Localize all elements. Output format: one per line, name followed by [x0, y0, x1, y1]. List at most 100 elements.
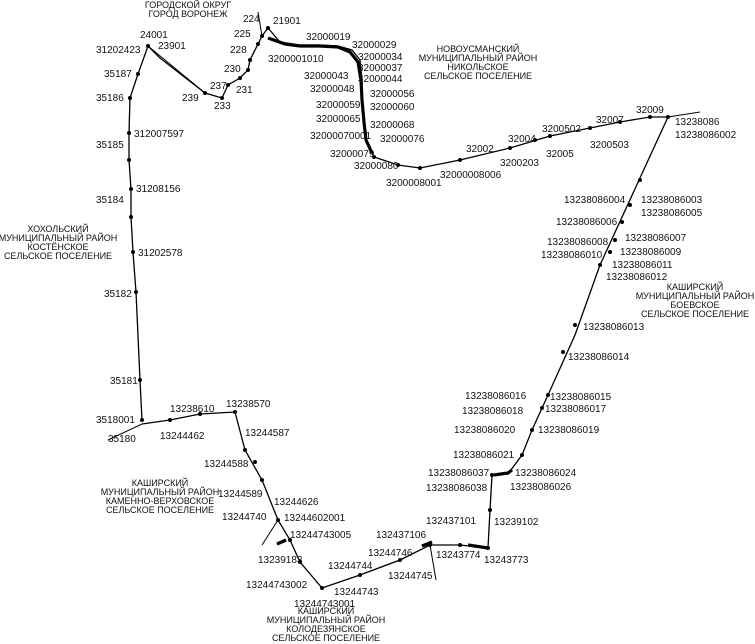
point-label: 32000060	[370, 102, 415, 113]
point-label: 13238086018	[462, 406, 524, 417]
point-label: 312007597	[134, 129, 184, 140]
point-label: 32007	[596, 115, 624, 126]
point-label: 35187	[104, 69, 132, 80]
adjoin-line-ne	[667, 111, 701, 118]
point-label: 23901	[158, 41, 186, 52]
point-label: 32002	[466, 144, 494, 155]
svg-text:НОВОУСМАНСКИЙ: НОВОУСМАНСКИЙ	[437, 43, 520, 54]
point-label: 13238086004	[564, 195, 626, 206]
point-label: 35181	[110, 376, 138, 387]
point-label: 13238086019	[538, 425, 600, 436]
point-label: 32000065	[316, 114, 361, 125]
svg-text:КАШИРСКИЙ: КАШИРСКИЙ	[132, 477, 189, 488]
point-label: 13244626	[274, 497, 319, 508]
thick-segment-north	[267, 36, 374, 154]
point-label: 13244602001	[284, 513, 346, 524]
point-label: 31202578	[138, 248, 183, 259]
point-label: 13244588	[204, 459, 249, 470]
svg-text:МУНИЦИПАЛЬНЫЙ РАЙОН: МУНИЦИПАЛЬНЫЙ РАЙОН	[267, 614, 386, 625]
point-label: 224	[243, 14, 260, 25]
point-label: 13238086013	[583, 322, 645, 333]
thick-segment-southwest	[276, 538, 287, 546]
point-label: 32000076	[380, 134, 425, 145]
svg-text:КОСТЁНСКОЕ: КОСТЁНСКОЕ	[28, 242, 89, 252]
point-label: 13238086006	[556, 217, 618, 228]
point-label: 13244743005	[290, 530, 352, 541]
point-label: 32000080	[354, 161, 399, 172]
point-label: 13244587	[245, 428, 290, 439]
svg-text:БОЕВСКОЕ: БОЕВСКОЕ	[670, 300, 719, 310]
point-label: 13238086021	[453, 450, 515, 461]
svg-text:КАШИРСКИЙ: КАШИРСКИЙ	[667, 281, 724, 292]
point-label: 13238086037	[428, 468, 490, 479]
point-label: 13243773	[484, 555, 529, 566]
point-label: 231	[236, 85, 253, 96]
svg-text:МУНИЦИПАЛЬНЫЙ РАЙОН: МУНИЦИПАЛЬНЫЙ РАЙОН	[636, 290, 755, 301]
point-label: 13244589	[218, 489, 263, 500]
adjoin-line-sw	[261, 519, 279, 546]
point-label: 35186	[96, 93, 124, 104]
svg-text:СЕЛЬСКОЕ ПОСЕЛЕНИЕ: СЕЛЬСКОЕ ПОСЕЛЕНИЕ	[106, 505, 214, 515]
svg-text:СЕЛЬСКОЕ ПОСЕЛЕНИЕ: СЕЛЬСКОЕ ПОСЕЛЕНИЕ	[4, 251, 112, 261]
region-city: ГОРОДСКОЙ ОКРУГ ГОРОД ВОРОНЕЖ	[145, 0, 231, 19]
point-label: 13238570	[226, 399, 271, 410]
svg-text:МУНИЦИПАЛЬНЫЙ РАЙОН: МУНИЦИПАЛЬНЫЙ РАЙОН	[0, 232, 117, 243]
svg-text:СЕЛЬСКОЕ ПОСЕЛЕНИЕ: СЕЛЬСКОЕ ПОСЕЛЕНИЕ	[641, 309, 749, 319]
point-label: 35184	[96, 195, 124, 206]
point-label: 132437106	[376, 530, 426, 541]
point-label: 13239102	[494, 517, 539, 528]
point-label: 13238086017	[545, 404, 607, 415]
point-label: 230	[224, 64, 241, 75]
region-boevskoe: КАШИРСКИЙ МУНИЦИПАЛЬНЫЙ РАЙОН БОЕВСКОЕ С…	[636, 281, 755, 319]
point-label: 233	[214, 101, 231, 112]
point-label: 13238086008	[547, 237, 609, 248]
svg-text:ХОХОЛЬСКИЙ: ХОХОЛЬСКИЙ	[27, 223, 88, 234]
vertex-dots	[127, 26, 670, 590]
point-label: 13238086	[675, 117, 720, 128]
point-label: 32009	[636, 105, 664, 116]
point-label: 13238086016	[465, 391, 527, 402]
point-label: 21901	[273, 16, 301, 27]
adjoin-line-nw	[147, 45, 206, 94]
svg-text:ГОРОД ВОРОНЕЖ: ГОРОД ВОРОНЕЖ	[149, 9, 229, 19]
point-label: 13238086009	[620, 247, 682, 258]
point-label: 13238086003	[641, 195, 703, 206]
svg-text:НИКОЛЬСКОЕ: НИКОЛЬСКОЕ	[447, 62, 508, 72]
point-label: 13238086024	[515, 468, 577, 479]
point-label: 13243774	[436, 550, 481, 561]
adjoin-line-south	[429, 544, 437, 581]
point-label: 3200502	[542, 124, 581, 135]
adjoin-line-west	[107, 423, 143, 441]
point-label: 13238086010	[541, 250, 603, 261]
point-label: 35182	[104, 289, 132, 300]
adjoin-line-north	[257, 11, 263, 37]
point-label: 13244743001	[294, 599, 356, 610]
svg-text:МУНИЦИПАЛЬНЫЙ РАЙОН: МУНИЦИПАЛЬНЫЙ РАЙОН	[419, 52, 538, 63]
point-label: 32000019	[306, 32, 351, 43]
region-kamenno-verkhovskoe: КАШИРСКИЙ МУНИЦИПАЛЬНЫЙ РАЙОН КАМЕННО-ВЕ…	[101, 477, 220, 515]
point-label: 225	[234, 29, 251, 40]
point-label: 32000048	[310, 84, 355, 95]
point-label: 32000044	[358, 74, 403, 85]
point-label: 237	[210, 81, 227, 92]
point-label: 13244743	[334, 587, 379, 598]
point-labels: 24001 23901 31202423 35187 35186 3120075…	[96, 14, 737, 610]
point-label: 32000059	[316, 100, 361, 111]
point-label: 13244744	[328, 561, 373, 572]
point-label: 24001	[140, 30, 168, 41]
point-label: 32000037	[358, 63, 403, 74]
svg-text:КОЛОДЕЗЯНСКОЕ: КОЛОДЕЗЯНСКОЕ	[286, 624, 366, 634]
point-label: 13238086014	[568, 352, 630, 363]
svg-text:МУНИЦИПАЛЬНЫЙ РАЙОН: МУНИЦИПАЛЬНЫЙ РАЙОН	[101, 486, 220, 497]
point-label: 13244740	[222, 512, 267, 523]
point-label: 13238086038	[426, 483, 488, 494]
point-label: 32004	[508, 134, 536, 145]
point-label: 3200203	[500, 158, 539, 169]
point-label: 13238086011	[612, 260, 673, 271]
point-label: 31202423	[96, 45, 141, 56]
point-label: 32000070001	[310, 131, 372, 142]
point-label: 13244462	[160, 431, 205, 442]
point-label: 32000079	[330, 149, 375, 160]
